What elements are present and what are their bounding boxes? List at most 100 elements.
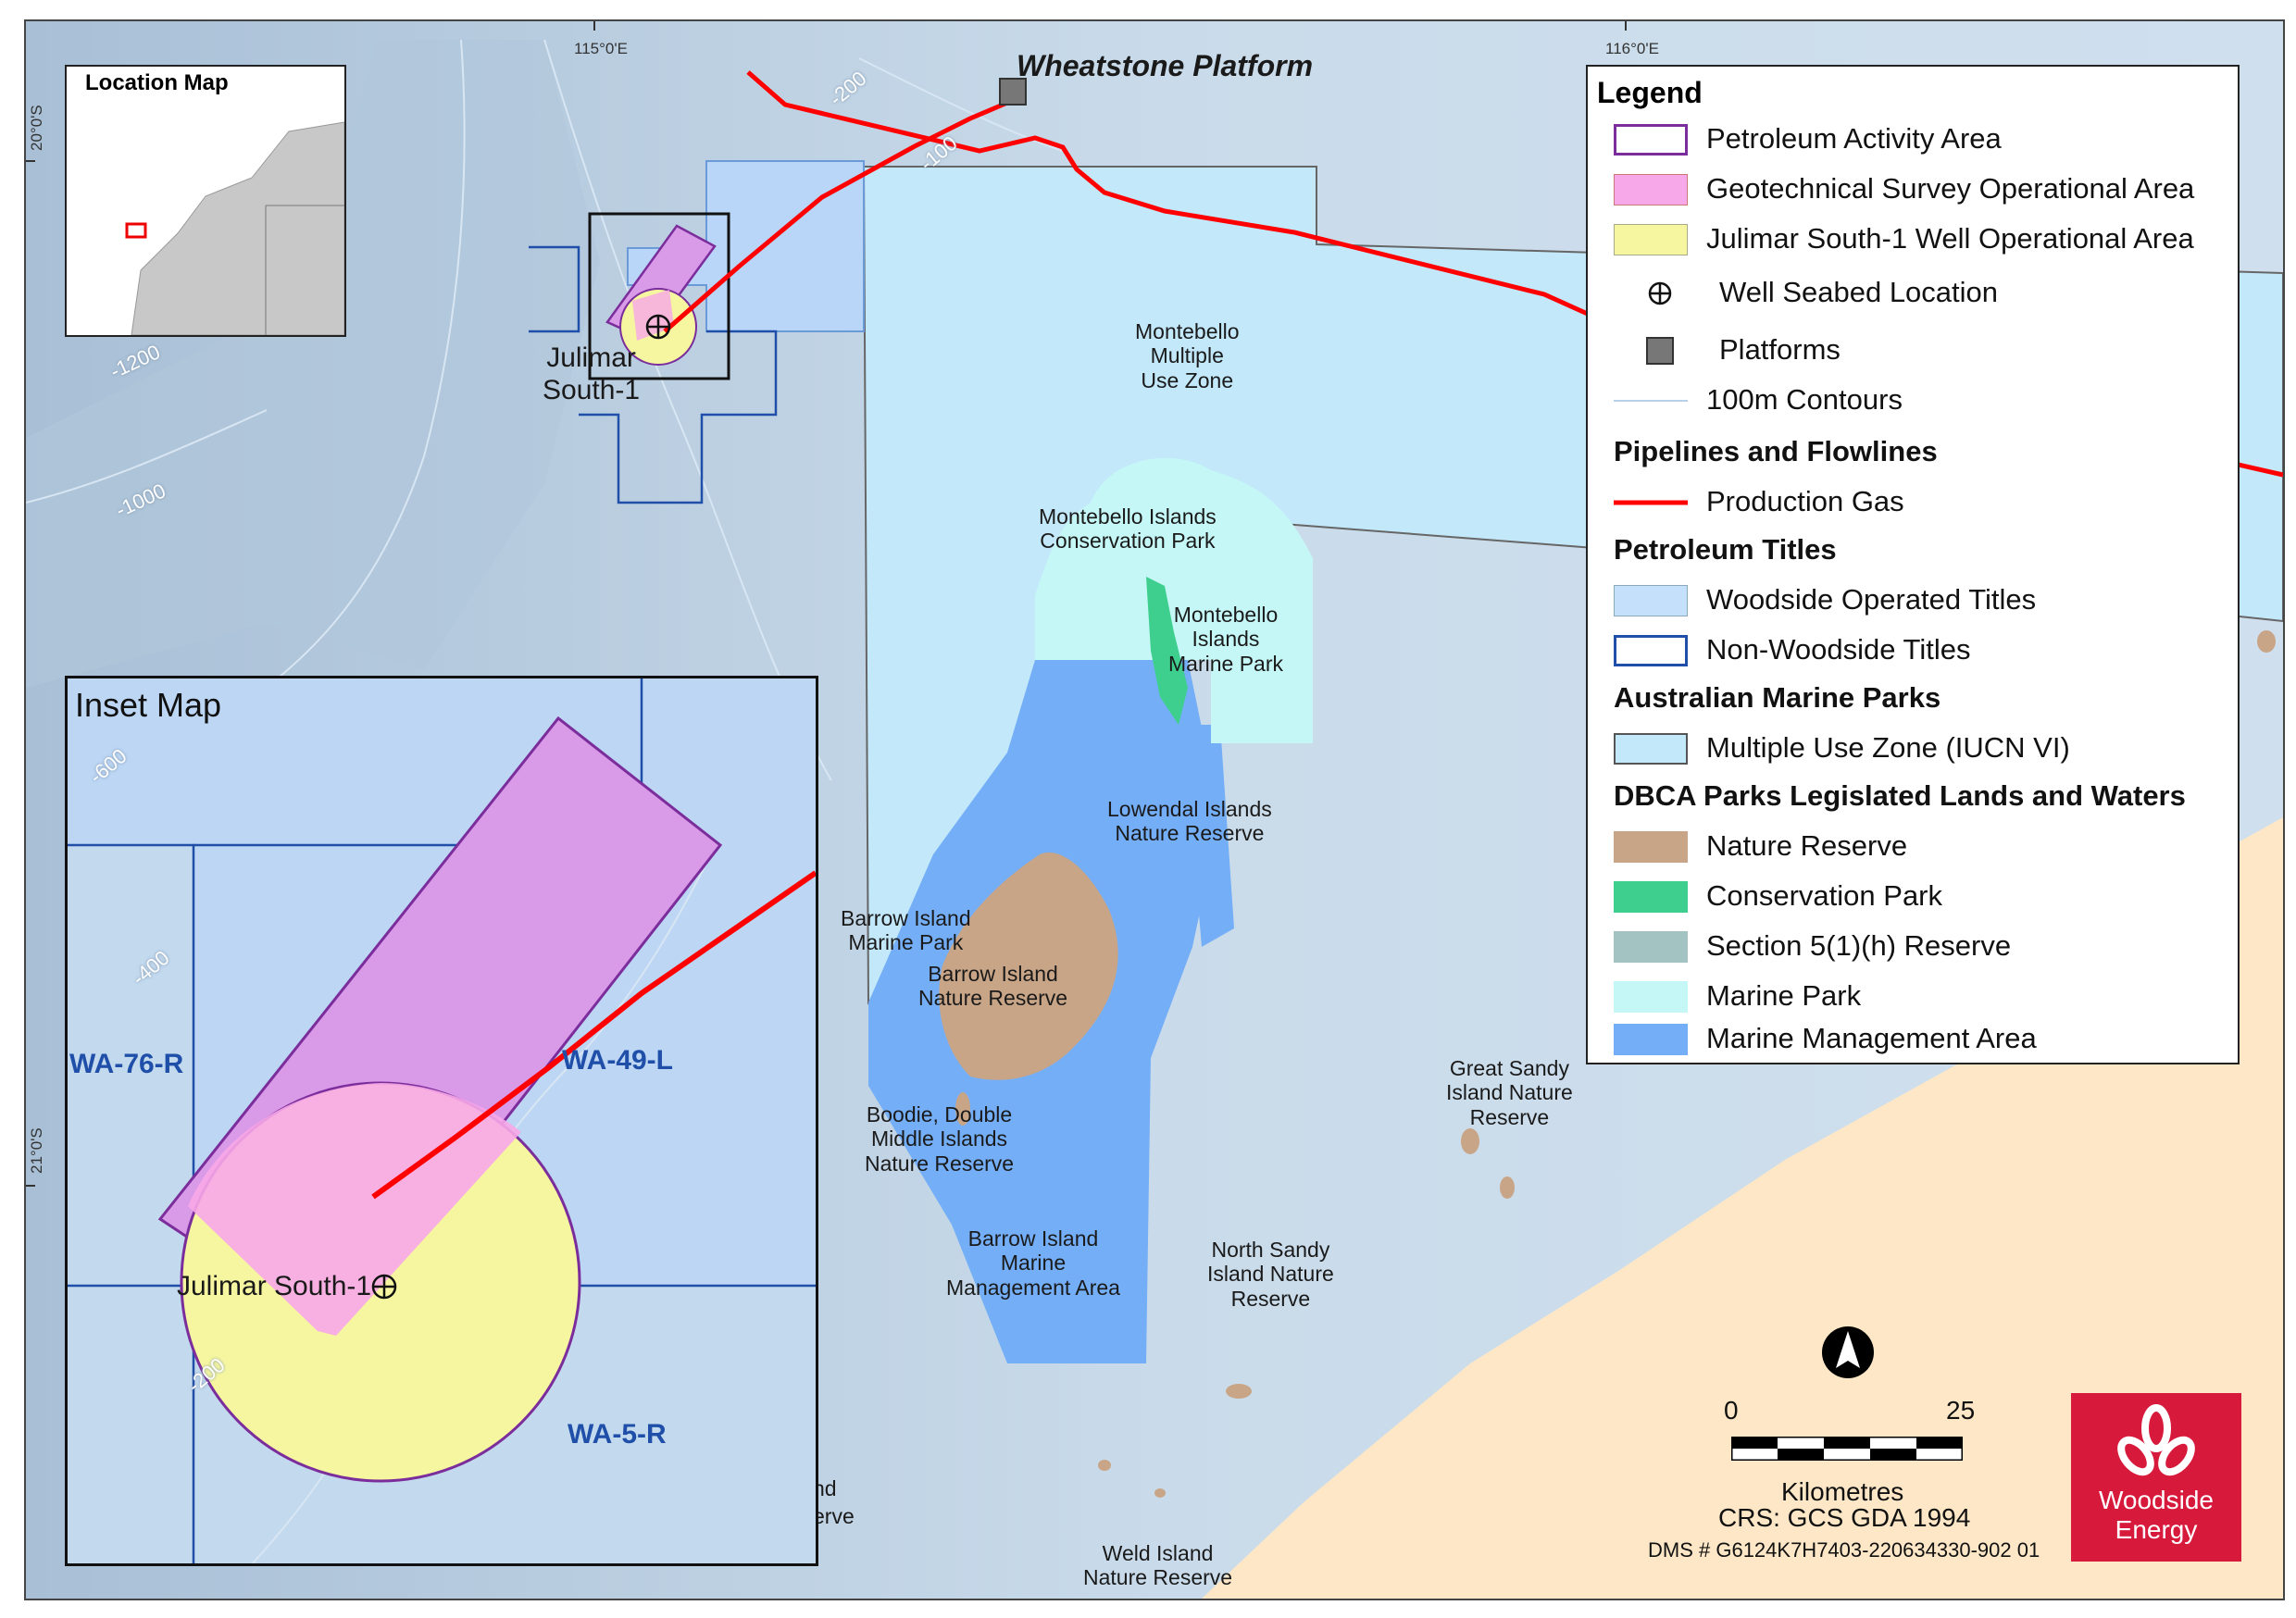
- production-gas-pipeline: [663, 100, 1008, 333]
- legend-row-nature-reserve: Nature Reserve: [1588, 824, 2238, 868]
- legend-row-marine-park: Marine Park: [1588, 974, 2238, 1018]
- location-map-title: Location Map: [85, 70, 229, 95]
- montebello-marine-park: [1035, 457, 1313, 743]
- barrow-island: [939, 853, 1118, 1080]
- legend-label: 100m Contours: [1706, 383, 1903, 416]
- logo-line-2: Energy: [2115, 1515, 2198, 1545]
- scale-zero: 0: [1724, 1396, 1739, 1425]
- legend: Legend Petroleum Activity Area Geotechni…: [1586, 65, 2240, 1064]
- montebello-cp-label: Montebello Islands Conservation Park: [1039, 504, 1217, 554]
- legend-label: Petroleum Activity Area: [1706, 122, 2002, 155]
- inset-title-wa76: WA-76-R: [69, 1049, 184, 1079]
- montebello-mp-label: Montebello Islands Marine Park: [1168, 603, 1283, 676]
- legend-row-geotech: Geotechnical Survey Operational Area: [1588, 167, 2238, 211]
- swatch-geotech: [1614, 174, 1688, 205]
- legend-label: Non-Woodside Titles: [1706, 633, 1971, 666]
- pipeline-icon: [1614, 500, 1688, 505]
- legend-section-parks: Australian Marine Parks: [1614, 681, 1941, 714]
- inset-pipeline: [405, 870, 816, 1176]
- legend-row-mma: Marine Management Area: [1588, 1016, 2238, 1061]
- legend-row-non-woodside: Non-Woodside Titles: [1588, 628, 2238, 672]
- legend-row-section5: Section 5(1)(h) Reserve: [1588, 924, 2238, 968]
- well-seabed-marker: [645, 314, 671, 340]
- legend-label: Marine Park: [1706, 979, 1862, 1012]
- legend-label: Production Gas: [1706, 485, 1904, 517]
- inset-map-canvas: [68, 678, 816, 1563]
- platform-icon: [1646, 337, 1674, 365]
- crs-note: CRS: GCS GDA 1994: [1718, 1503, 1971, 1532]
- montebello-muz-label: Montebello Multiple Use Zone: [1135, 319, 1240, 392]
- inset-title-wa5: WA-5-R: [568, 1419, 667, 1450]
- swatch-mma: [1614, 1024, 1688, 1055]
- inset-geotech-overlap: [188, 1083, 521, 1336]
- inset-well-marker: [371, 1274, 397, 1300]
- logo-text: Woodside Energy: [2071, 1486, 2241, 1545]
- graticule-lat-21: 21°0'S: [28, 1127, 45, 1174]
- legend-label: Nature Reserve: [1706, 829, 1908, 862]
- inset-pipeline-end: [371, 1170, 408, 1200]
- production-gas-pipeline-trunk: [746, 70, 2283, 478]
- well-label: Julimar South-1: [543, 342, 641, 405]
- legend-row-conservation-park: Conservation Park: [1588, 874, 2238, 918]
- legend-section-pipelines: Pipelines and Flowlines: [1614, 435, 1938, 467]
- logo-line-1: Woodside: [2098, 1486, 2214, 1514]
- inset-map: Inset Map Julimar South-1 WA-76-R WA-49-…: [65, 676, 818, 1566]
- inset-well-label: Julimar South-1: [177, 1271, 372, 1301]
- swatch-section5: [1614, 931, 1688, 963]
- north-arrow-icon: [1822, 1326, 1874, 1378]
- inset-map-title: Inset Map: [75, 686, 222, 724]
- legend-section-titles: Petroleum Titles: [1614, 533, 1837, 566]
- swatch-non-woodside: [1614, 635, 1688, 666]
- legend-label: Marine Management Area: [1706, 1022, 2037, 1054]
- legend-label: Well Seabed Location: [1719, 276, 1999, 308]
- australia-landmass: [131, 121, 344, 335]
- boodie-label: Boodie, Double Middle Islands Nature Res…: [865, 1102, 1015, 1176]
- contour-line-icon: [1614, 400, 1688, 402]
- legend-row-contours: 100m Contours: [1588, 378, 2238, 422]
- woodside-logo-mark: [2117, 1404, 2195, 1476]
- contour-lines: [26, 39, 1064, 781]
- montebello-islands: [1146, 577, 1188, 725]
- graticule-lat-20: 20°0'S: [28, 105, 45, 151]
- swatch-woodside-titles: [1614, 585, 1688, 616]
- legend-row-well-seabed: Well Seabed Location: [1588, 270, 2238, 315]
- legend-row-petroleum-activity: Petroleum Activity Area: [1588, 117, 2238, 161]
- inset-title-wa49: WA-49-L: [562, 1045, 673, 1076]
- swatch-muz: [1614, 733, 1688, 765]
- legend-row-production-gas: Production Gas: [1588, 479, 2238, 524]
- barrow-mma-label: Barrow Island Marine Management Area: [946, 1226, 1120, 1300]
- well-seabed-icon: [1648, 281, 1672, 305]
- inset-extent-box: [588, 212, 730, 380]
- platform-label: Wheatstone Platform: [1017, 49, 1314, 82]
- legend-title: Legend: [1597, 76, 1703, 109]
- weld-label: Weld Island Nature Reserve: [1083, 1541, 1233, 1590]
- legend-row-woodside-titles: Woodside Operated Titles: [1588, 578, 2238, 622]
- land-mainland: [1202, 817, 2283, 1599]
- barrow-mp-label: Barrow Island Marine Park: [841, 906, 971, 955]
- location-map: Location Map: [65, 65, 346, 337]
- swatch-well-area: [1614, 224, 1688, 255]
- barrow-nr-label: Barrow Island Nature Reserve: [918, 962, 1068, 1011]
- location-map-canvas: [125, 121, 344, 335]
- legend-label: Section 5(1)(h) Reserve: [1706, 929, 2012, 962]
- small-islands: [955, 630, 2276, 1498]
- platform-marker: [999, 78, 1027, 106]
- legend-label: Platforms: [1719, 333, 1841, 366]
- swatch-nature-reserve: [1614, 831, 1688, 863]
- partial-label-2: erve: [813, 1504, 855, 1528]
- legend-row-muz: Multiple Use Zone (IUCN VI): [1588, 726, 2238, 770]
- dms-note: DMS # G6124K7H7403-220634330-902 01: [1648, 1538, 2040, 1562]
- legend-row-well-area: Julimar South-1 Well Operational Area: [1588, 217, 2238, 261]
- scale-bar: [1731, 1437, 1963, 1461]
- legend-label: Geotechnical Survey Operational Area: [1706, 172, 2195, 205]
- north-sandy-label: North Sandy Island Nature Reserve: [1207, 1238, 1334, 1311]
- swatch-marine-park: [1614, 981, 1688, 1013]
- woodside-logo: Woodside Energy: [2071, 1393, 2241, 1562]
- scale-units: Kilometres: [1781, 1477, 1904, 1506]
- location-marker: [125, 222, 147, 239]
- slope-shading: [26, 40, 600, 688]
- graticule-lon-115: 115°0'E: [574, 40, 628, 57]
- non-woodside-titles: [529, 245, 778, 504]
- graticule-lon-116: 116°0'E: [1605, 40, 1659, 57]
- legend-label: Conservation Park: [1706, 879, 1943, 912]
